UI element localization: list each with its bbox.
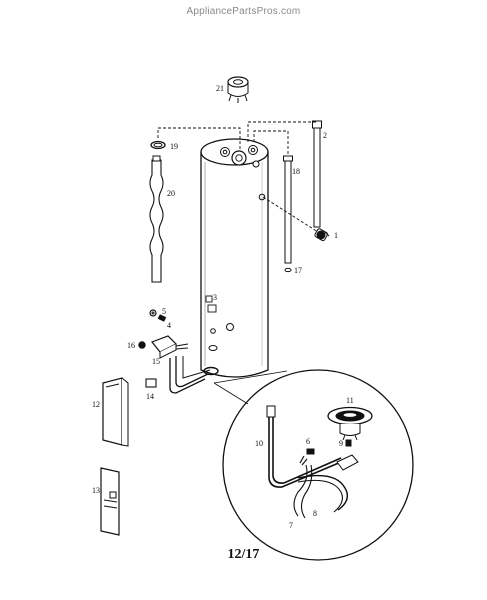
callout-8: 8 [313, 509, 317, 518]
part-17-ring [284, 267, 292, 273]
part-9-orifice [345, 439, 352, 447]
dashed-leaders [157, 121, 319, 233]
callout-7: 7 [289, 521, 293, 530]
page-number: 12/17 [227, 547, 260, 562]
part-2-dip-tube [312, 120, 322, 228]
detail-leader-lines [213, 370, 288, 405]
callout-11: 11 [346, 396, 354, 405]
part-19-washer [150, 140, 166, 150]
callout-5: 5 [162, 307, 166, 316]
callout-labels: 1 2 3 4 5 6 7 8 9 10 11 12 13 14 15 16 1… [92, 84, 354, 530]
part-5-nut [149, 309, 157, 317]
burner-tubes [169, 356, 219, 394]
part-12-outer-door [102, 377, 129, 447]
part-4-fitting [157, 314, 167, 322]
callout-19: 19 [170, 142, 178, 151]
callout-4: 4 [167, 321, 171, 330]
callout-12: 12 [92, 400, 100, 409]
water-heater-tank [200, 138, 269, 378]
burner-detail-circle [222, 369, 414, 561]
part-21-top-cap [227, 76, 249, 103]
callout-6: 6 [306, 437, 310, 446]
callout-17: 17 [294, 266, 302, 275]
callout-1: 1 [334, 231, 338, 240]
part-10-manifold-tube [266, 405, 342, 488]
part-8-pilot-tube [297, 474, 348, 513]
part-1-drain-valve [314, 228, 330, 242]
part-14-bracket [145, 378, 157, 388]
part-20-anode-rod [149, 155, 164, 283]
part-11-burner [327, 406, 373, 441]
callout-21: 21 [216, 84, 224, 93]
watermark: AppliancePartsPros.com [186, 6, 301, 17]
callout-16: 16 [127, 341, 135, 350]
callout-13: 13 [92, 486, 100, 495]
callout-2: 2 [323, 131, 327, 140]
callout-18: 18 [292, 167, 300, 176]
part-3-label-plate [205, 295, 213, 303]
callout-3: 3 [213, 293, 217, 302]
part-6-igniter [299, 448, 315, 466]
callout-14: 14 [146, 392, 154, 401]
part-16-knob [138, 341, 146, 349]
callout-15: 15 [152, 357, 160, 366]
part-7-thermocouple [293, 454, 359, 519]
part-15-gas-control [151, 335, 189, 359]
part-13-inner-door [100, 467, 120, 536]
callout-9: 9 [339, 439, 343, 448]
callout-20: 20 [167, 189, 175, 198]
callout-10: 10 [255, 439, 263, 448]
